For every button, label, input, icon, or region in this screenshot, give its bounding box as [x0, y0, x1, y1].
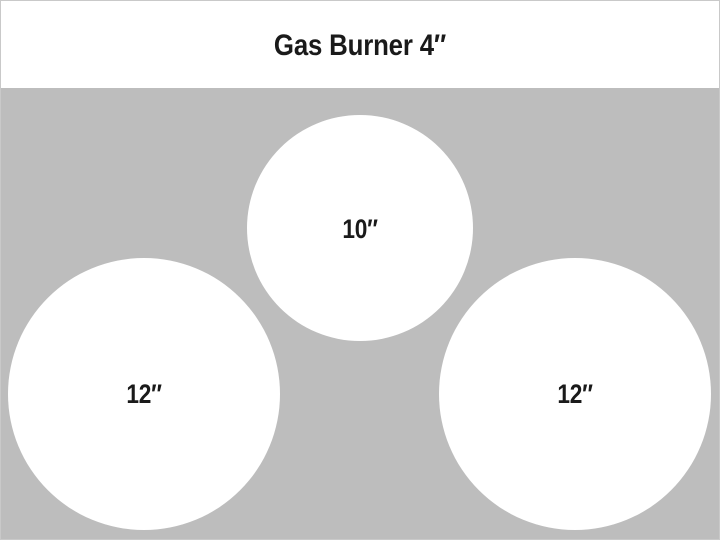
burner-front-right-label: 12″ — [557, 378, 593, 409]
header-band: Gas Burner 4″ — [0, 0, 720, 88]
burner-rear-center[interactable]: 10″ — [247, 115, 473, 341]
page-title: Gas Burner 4″ — [273, 29, 447, 62]
burner-rear-center-label: 10″ — [342, 213, 378, 244]
burner-front-left-label: 12″ — [126, 378, 162, 409]
burner-front-left[interactable]: 12″ — [8, 258, 280, 530]
burner-front-right[interactable]: 12″ — [439, 258, 711, 530]
